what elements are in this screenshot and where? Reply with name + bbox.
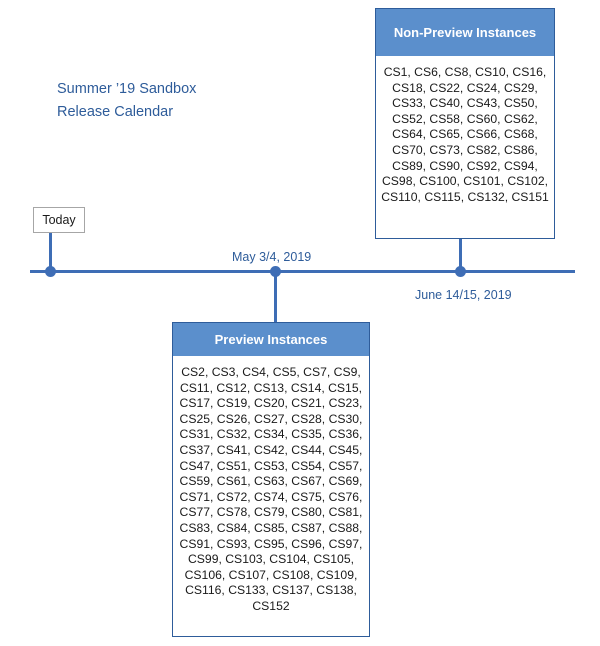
preview-instances-box: Preview Instances CS2, CS3, CS4, CS5, CS…: [172, 322, 370, 637]
non-preview-instances-list: CS1, CS6, CS8, CS10, CS16, CS18, CS22, C…: [381, 65, 549, 204]
today-connector-line: [49, 233, 52, 271]
non-preview-connector-line: [459, 238, 462, 272]
non-preview-instances-header: Non-Preview Instances: [376, 9, 554, 56]
today-timeline-dot: [45, 266, 56, 277]
preview-date-label: May 3/4, 2019: [232, 250, 312, 264]
non-preview-instances-box: Non-Preview Instances CS1, CS6, CS8, CS1…: [375, 8, 555, 239]
non-preview-date-label: June 14/15, 2019: [415, 288, 512, 302]
timeline-axis: [30, 270, 575, 273]
preview-instances-header: Preview Instances: [173, 323, 369, 356]
preview-connector-line: [274, 271, 277, 323]
today-marker-label: Today: [42, 213, 76, 227]
preview-instances-list: CS2, CS3, CS4, CS5, CS7, CS9, CS11, CS12…: [179, 365, 363, 613]
page-title: Summer ’19 Sandbox Release Calendar: [57, 81, 197, 120]
today-marker-box: Today: [33, 207, 85, 233]
